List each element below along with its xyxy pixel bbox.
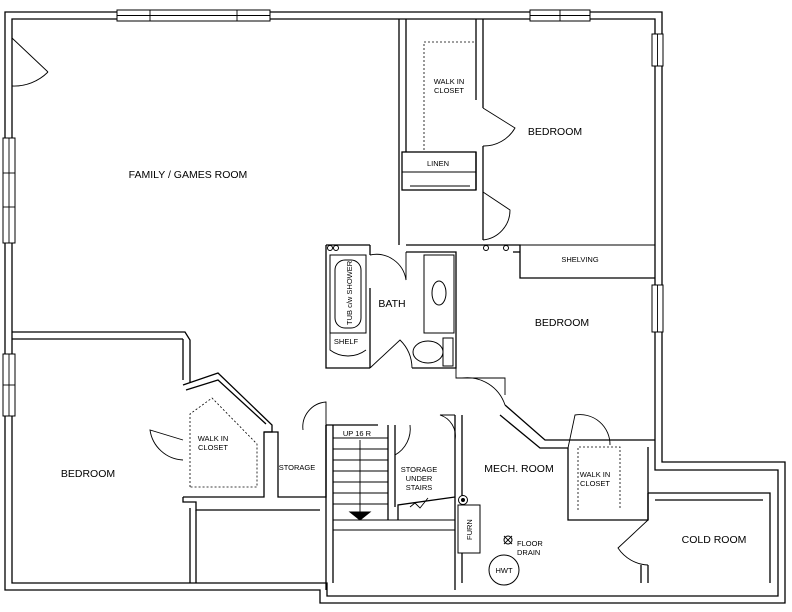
room-labels: FAMILY / GAMES ROOM BEDROOM WALK IN CLOS… bbox=[61, 77, 747, 575]
exterior-walls bbox=[4, 11, 786, 604]
entry-door bbox=[11, 37, 49, 87]
label-wic-top-1: WALK IN bbox=[434, 77, 465, 86]
cold-room-walls bbox=[617, 492, 771, 583]
label-wic-left-1: WALK IN bbox=[198, 434, 229, 443]
label-shelf: SHELF bbox=[334, 337, 359, 346]
label-bedroom-left: BEDROOM bbox=[61, 468, 115, 480]
label-floor-drain-1: FLOOR bbox=[517, 539, 543, 548]
interior-walls bbox=[12, 19, 655, 590]
label-floor-drain-2: DRAIN bbox=[517, 548, 540, 557]
label-furn: FURN bbox=[465, 519, 474, 540]
label-mech-room: MECH. ROOM bbox=[484, 463, 553, 475]
label-wic-left-2: CLOSET bbox=[198, 443, 228, 452]
label-shelving: SHELVING bbox=[561, 255, 599, 264]
mech-fixtures bbox=[457, 495, 520, 586]
label-wic-right-2: CLOSET bbox=[580, 479, 610, 488]
label-sus-2: UNDER bbox=[406, 474, 433, 483]
label-family-room: FAMILY / GAMES ROOM bbox=[129, 169, 248, 181]
label-storage: STORAGE bbox=[279, 463, 316, 472]
label-linen: LINEN bbox=[427, 159, 449, 168]
windows bbox=[2, 9, 664, 417]
label-wic-top-2: CLOSET bbox=[434, 86, 464, 95]
label-bedroom-middle: BEDROOM bbox=[535, 317, 589, 329]
label-sus-3: STAIRS bbox=[406, 483, 433, 492]
label-cold-room: COLD ROOM bbox=[682, 534, 747, 546]
label-sus-1: STORAGE bbox=[401, 465, 438, 474]
label-stairs: UP 16 R bbox=[343, 429, 372, 438]
label-bath: BATH bbox=[378, 298, 405, 310]
label-wic-right-1: WALK IN bbox=[580, 470, 611, 479]
bath-fixtures bbox=[327, 245, 509, 367]
label-bedroom-top: BEDROOM bbox=[528, 126, 582, 138]
label-tub-shower: TUB c/w SHOWER bbox=[345, 260, 354, 325]
label-hwt: HWT bbox=[495, 566, 512, 575]
